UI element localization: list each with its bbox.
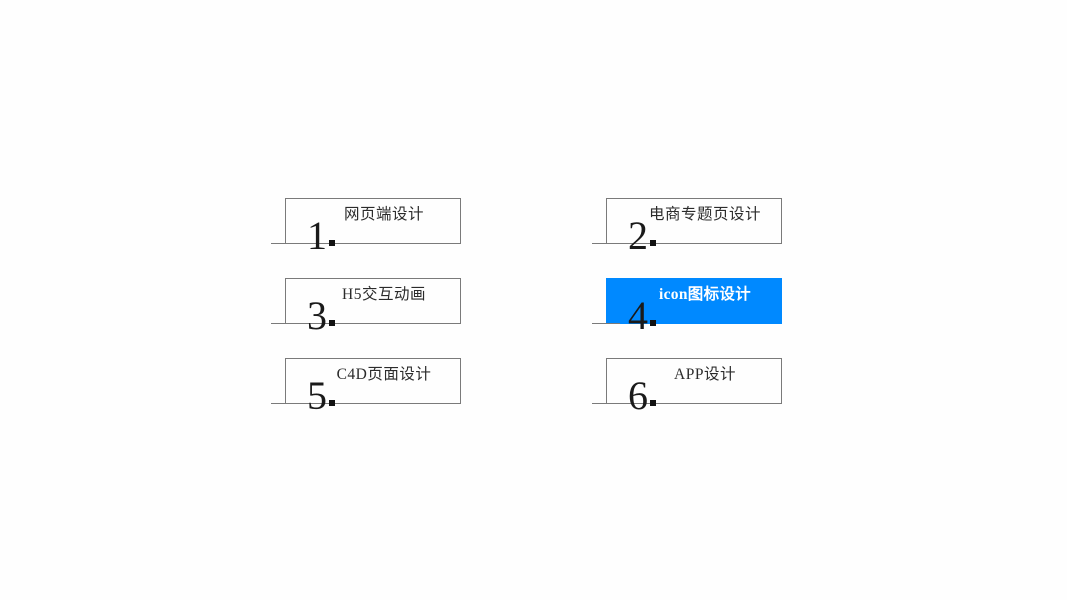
item-label: C4D页面设计: [336, 366, 432, 383]
item-label: H5交互动画: [342, 286, 426, 303]
square-marker-icon: [329, 240, 335, 246]
item-number: 3: [307, 293, 327, 338]
item-number: 1: [307, 213, 327, 258]
square-marker-icon: [650, 240, 656, 246]
rule-segment-right: [335, 323, 461, 324]
rule-segment-left: [271, 323, 299, 324]
square-marker-icon: [329, 400, 335, 406]
menu-item-3[interactable]: H5交互动画 3: [271, 278, 461, 336]
rule-segment-right: [656, 403, 782, 404]
square-marker-icon: [329, 320, 335, 326]
item-label: APP设计: [674, 366, 736, 383]
item-number: 6: [628, 373, 648, 418]
menu-item-5[interactable]: C4D页面设计 5: [271, 358, 461, 416]
item-number: 4: [628, 293, 648, 338]
item-frame-highlighted: [606, 278, 782, 324]
menu-item-4[interactable]: icon图标设计 4: [592, 278, 782, 336]
rule-segment-right: [335, 243, 461, 244]
menu-item-1[interactable]: 网页端设计 1: [271, 198, 461, 256]
square-marker-icon: [650, 320, 656, 326]
item-label: 网页端设计: [343, 206, 424, 223]
item-number: 5: [307, 373, 327, 418]
rule-segment-left: [592, 403, 620, 404]
rule-segment-left: [271, 243, 299, 244]
rule-segment-right: [335, 403, 461, 404]
rule-segment-left: [592, 243, 620, 244]
rule-segment-left: [592, 323, 620, 324]
square-marker-icon: [650, 400, 656, 406]
menu-item-2[interactable]: 电商专题页设计 2: [592, 198, 782, 256]
rule-segment-left: [271, 403, 299, 404]
item-label: icon图标设计: [659, 286, 751, 303]
item-number: 2: [628, 213, 648, 258]
rule-segment-right: [656, 243, 782, 244]
item-label: 电商专题页设计: [648, 206, 761, 223]
menu-item-6[interactable]: APP设计 6: [592, 358, 782, 416]
